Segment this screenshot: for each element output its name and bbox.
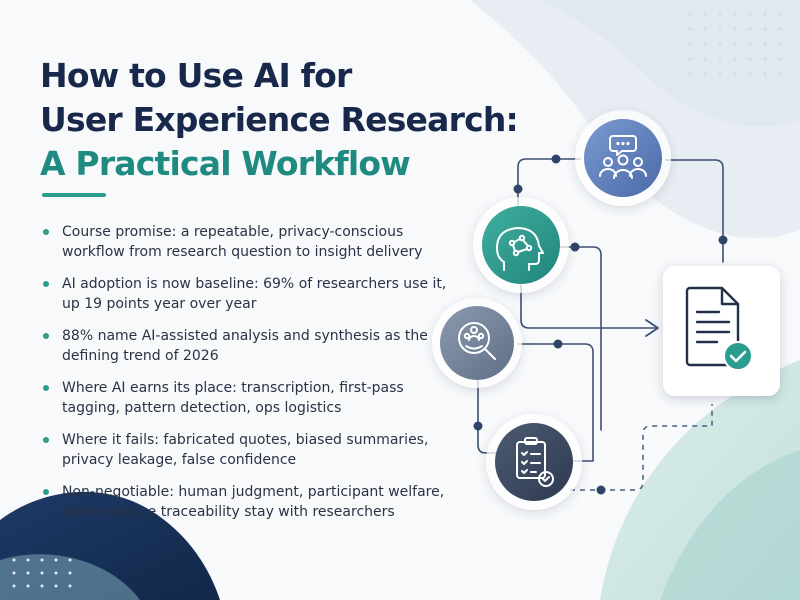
bullet-text: Non-negotiable: human judgment, particip… <box>62 484 445 520</box>
bullet-text: Course promise: a repeatable, privacy-co… <box>62 224 423 260</box>
output-document-card <box>663 266 780 396</box>
bullet-item: 88% name AI-assisted analysis and synthe… <box>40 326 450 366</box>
document-check-icon <box>685 286 753 371</box>
connector-lines <box>477 158 724 462</box>
checklist-icon <box>516 437 554 487</box>
bullet-list: Course promise: a repeatable, privacy-co… <box>40 222 450 534</box>
bullet-item: Course promise: a repeatable, privacy-co… <box>40 222 450 262</box>
workflow-node-4 <box>486 414 582 510</box>
bullet-dot <box>43 385 49 391</box>
workflow-node-2 <box>473 197 569 293</box>
title-line-2: User Experience Research: <box>40 100 519 139</box>
workflow-node-3 <box>432 298 522 388</box>
connector-dots <box>473 154 728 495</box>
bullet-dot <box>43 489 49 495</box>
bullet-dot <box>43 437 49 443</box>
bullet-text: Where AI earns its place: transcription,… <box>62 380 404 416</box>
bullet-text: AI adoption is now baseline: 69% of rese… <box>62 276 447 312</box>
bullet-dot <box>43 281 49 287</box>
arrow-head <box>645 319 659 337</box>
dot-grid-bottom-left <box>12 558 72 588</box>
bullet-text: 88% name AI-assisted analysis and synthe… <box>62 328 428 364</box>
bullet-item: Where AI earns its place: transcription,… <box>40 378 450 418</box>
magnify-people-icon <box>458 322 496 360</box>
bullet-dot <box>43 333 49 339</box>
bullet-item: Where it fails: fabricated quotes, biase… <box>40 430 450 470</box>
ai-head-icon <box>496 227 544 271</box>
dashed-connector <box>570 404 713 491</box>
workflow-node-1 <box>575 110 671 206</box>
dot-grid-top-right <box>688 12 782 76</box>
bullet-item: AI adoption is now baseline: 69% of rese… <box>40 274 450 314</box>
title-underline <box>42 193 106 197</box>
bullet-dot <box>43 229 49 235</box>
page-title: How to Use AI for User Experience Resear… <box>40 54 580 186</box>
title-line-1: How to Use AI for <box>40 56 352 95</box>
bullet-text: Where it fails: fabricated quotes, biase… <box>62 432 429 468</box>
bullet-item: Non-negotiable: human judgment, particip… <box>40 482 450 522</box>
people-chat-icon <box>599 135 647 179</box>
title-line-3: A Practical Workflow <box>40 144 411 183</box>
